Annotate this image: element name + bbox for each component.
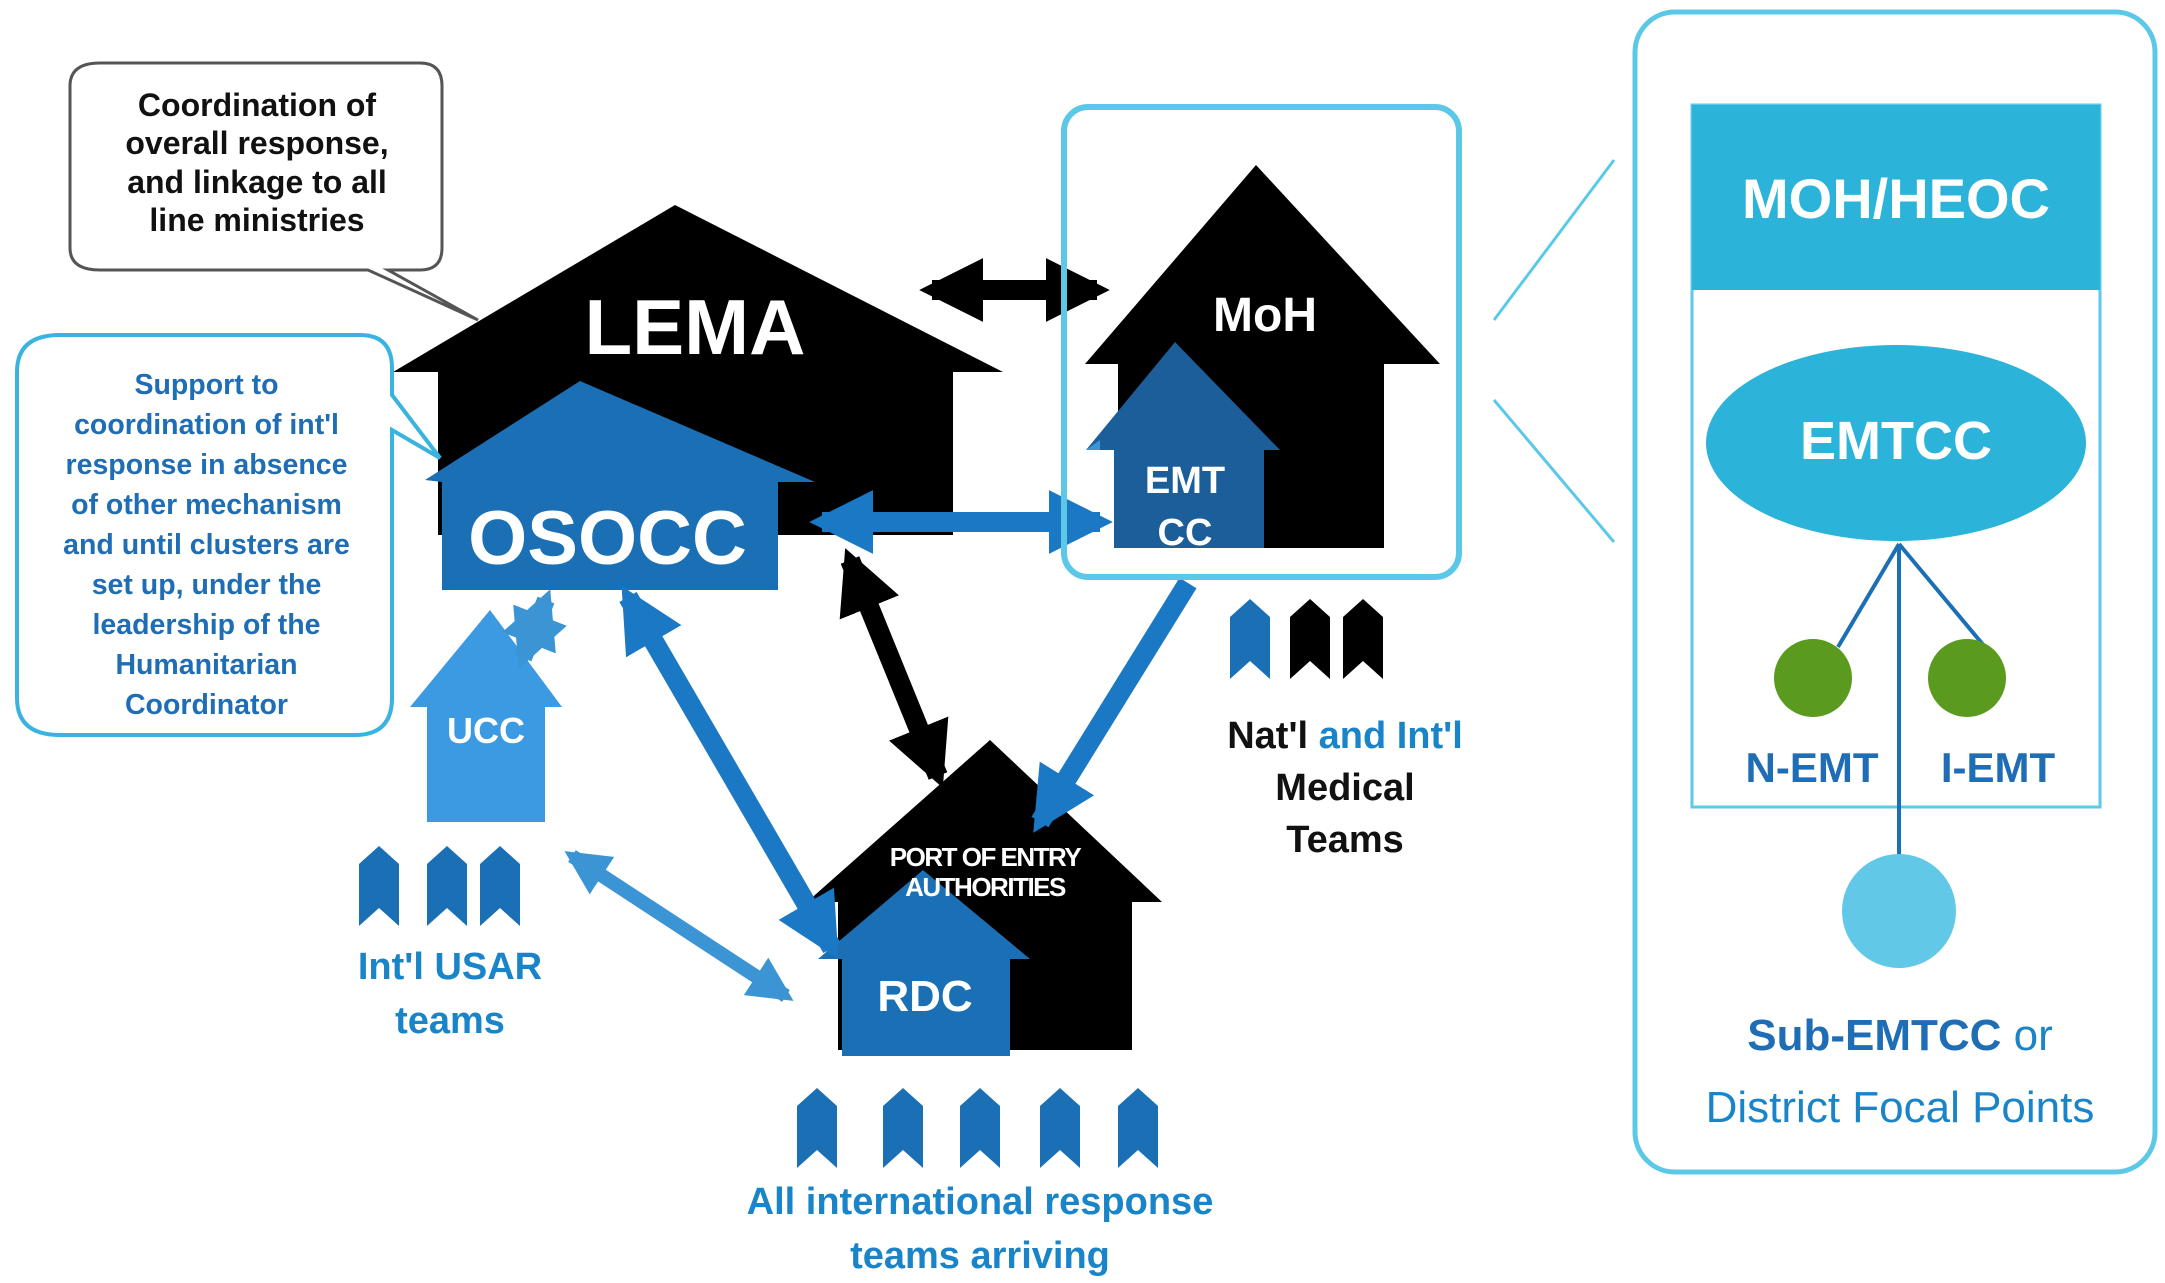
n-emt-label: N-EMT [1745, 744, 1879, 791]
right-panel-frame [1632, 9, 2158, 1175]
i-emt-node [1928, 639, 2006, 717]
zoom-line-top [1492, 159, 1616, 321]
ucc-label: UCC [447, 710, 525, 751]
callout-osocc-bubble [15, 333, 442, 737]
moh-heoc-label: MOH/HEOC [1742, 167, 2050, 230]
usar-team-marker-3 [480, 846, 520, 926]
osocc-house [425, 381, 815, 590]
callout-lema-text: Coordination of overall response, and li… [125, 87, 389, 239]
medical-teams-label: Nat'l and Int'l Medical Teams [1227, 715, 1463, 861]
moh-frame [1061, 104, 1462, 580]
rdc-label: RDC [877, 972, 973, 1021]
moh-heoc-header [1692, 105, 2100, 290]
port-of-entry-label: PORT OF ENTRY AUTHORITIES [889, 842, 1082, 902]
tree-line-left [1836, 542, 1901, 649]
arrow-osocc-ucc [502, 589, 567, 669]
intl-team-marker-5 [1118, 1088, 1158, 1168]
emtcc-ellipse [1706, 345, 2086, 541]
arrow-emtcc-port [1031, 577, 1197, 833]
sub-emtcc-label: Sub-EMTCC or District Focal Points [1705, 1011, 2095, 1132]
callout-lema-bubble [68, 61, 479, 322]
lema-label: LEMA [584, 283, 806, 371]
zoom-line-bottom [1492, 399, 1616, 543]
intl-team-marker-3 [960, 1088, 1000, 1168]
medical-team-marker-3 [1343, 599, 1383, 679]
osocc-label: OSOCC [468, 496, 747, 581]
n-emt-node [1774, 639, 1852, 717]
usar-teams-label: Int'l USAR teams [357, 946, 543, 1042]
sub-emtcc-node [1842, 854, 1956, 968]
all-international-teams-label: All international response teams arrivin… [746, 1181, 1214, 1277]
intl-team-marker-4 [1040, 1088, 1080, 1168]
emtcc-label: EMT CC [1144, 460, 1226, 554]
callout-osocc-text: Support to coordination of int'l respons… [63, 369, 350, 721]
rdc-house [818, 870, 1030, 1056]
intl-team-marker-2 [883, 1088, 923, 1168]
tree-line-right [1897, 542, 1987, 649]
emtcc-ellipse-label: EMTCC [1800, 411, 1992, 471]
arrow-usar-rdc [564, 850, 794, 1002]
usar-team-marker-2 [427, 846, 467, 926]
intl-team-marker-1 [797, 1088, 837, 1168]
usar-team-marker-1 [359, 846, 399, 926]
moh-label: MoH [1213, 289, 1317, 342]
emtcc-house [1086, 342, 1280, 548]
medical-team-marker-2 [1290, 599, 1330, 679]
medical-team-marker-1 [1230, 599, 1270, 679]
arrow-osocc-rdc [619, 585, 841, 960]
arrow-osocc-port [839, 548, 949, 788]
i-emt-label: I-EMT [1940, 744, 2056, 791]
